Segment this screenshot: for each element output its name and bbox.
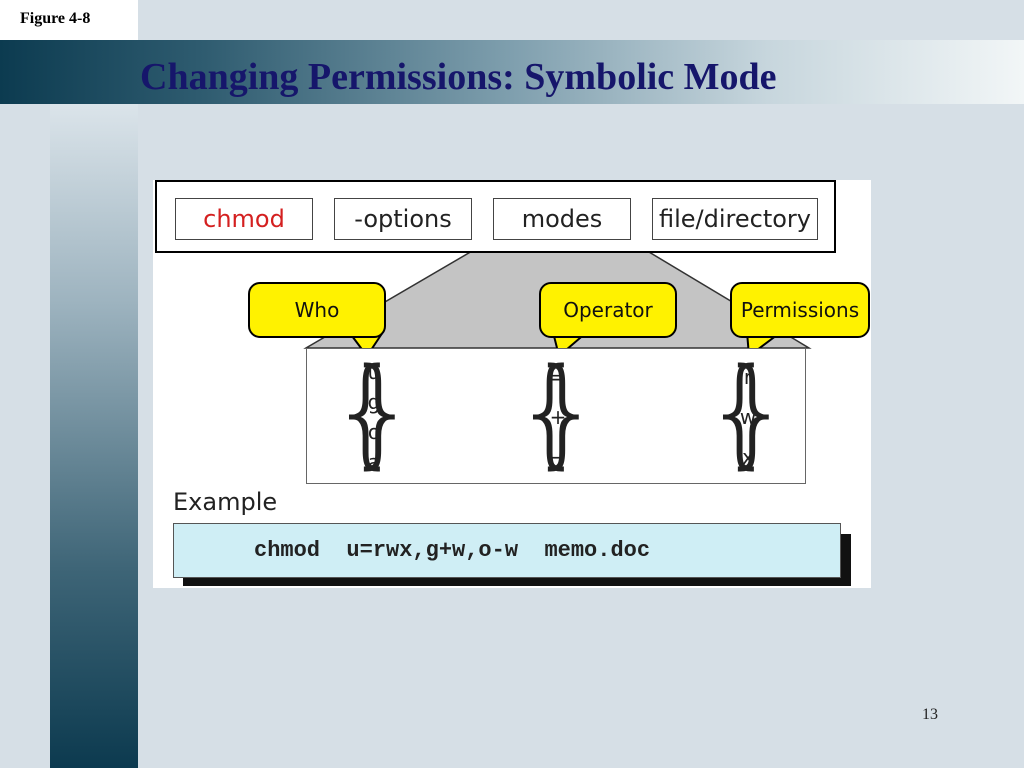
left-accent-bar	[50, 104, 138, 768]
example-label: Example	[173, 488, 278, 516]
operator-values-group: { = + − }	[513, 351, 603, 477]
who-values: u g o a	[351, 357, 397, 477]
figure-label: Figure 4-8	[0, 0, 138, 40]
operator-value-equals: =	[549, 365, 567, 389]
callout-permissions: Permissions	[730, 282, 870, 338]
callout-who: Who	[248, 282, 386, 338]
permission-value-w: w	[739, 405, 757, 429]
token-file-directory: file/directory	[652, 198, 818, 240]
example-command: chmod u=rwx,g+w,o-w memo.doc	[173, 523, 841, 578]
who-value-a: a	[367, 450, 381, 474]
right-brace: }	[717, 342, 793, 480]
slide-title: Changing Permissions: Symbolic Mode	[140, 56, 777, 98]
command-syntax-box: chmod -options modes file/directory	[155, 180, 836, 253]
permission-value-x: x	[742, 445, 754, 469]
page-number: 13	[922, 706, 938, 723]
left-brace: {	[703, 342, 779, 480]
token-options: -options	[334, 198, 472, 240]
who-value-u: u	[367, 360, 381, 384]
token-chmod: chmod	[175, 198, 313, 240]
permission-value-r: r	[743, 365, 753, 389]
mode-values-box: { u g o a } { = + − } { r w x	[306, 348, 806, 484]
left-brace: {	[513, 342, 589, 480]
chmod-diagram: chmod -options modes file/directory { u …	[153, 180, 871, 588]
title-band	[0, 40, 1024, 104]
operator-value-minus: −	[549, 445, 567, 469]
who-values-group: { u g o a }	[329, 351, 419, 477]
permission-values-group: { r w x }	[703, 351, 793, 477]
right-brace: }	[527, 342, 603, 480]
operator-value-plus: +	[549, 405, 567, 429]
permission-values: r w x	[725, 357, 771, 477]
who-value-g: g	[367, 390, 381, 414]
callout-operator: Operator	[539, 282, 677, 338]
token-modes: modes	[493, 198, 631, 240]
left-brace: {	[329, 342, 405, 480]
who-value-o: o	[367, 420, 381, 444]
right-brace: }	[343, 342, 419, 480]
operator-values: = + −	[535, 357, 581, 477]
